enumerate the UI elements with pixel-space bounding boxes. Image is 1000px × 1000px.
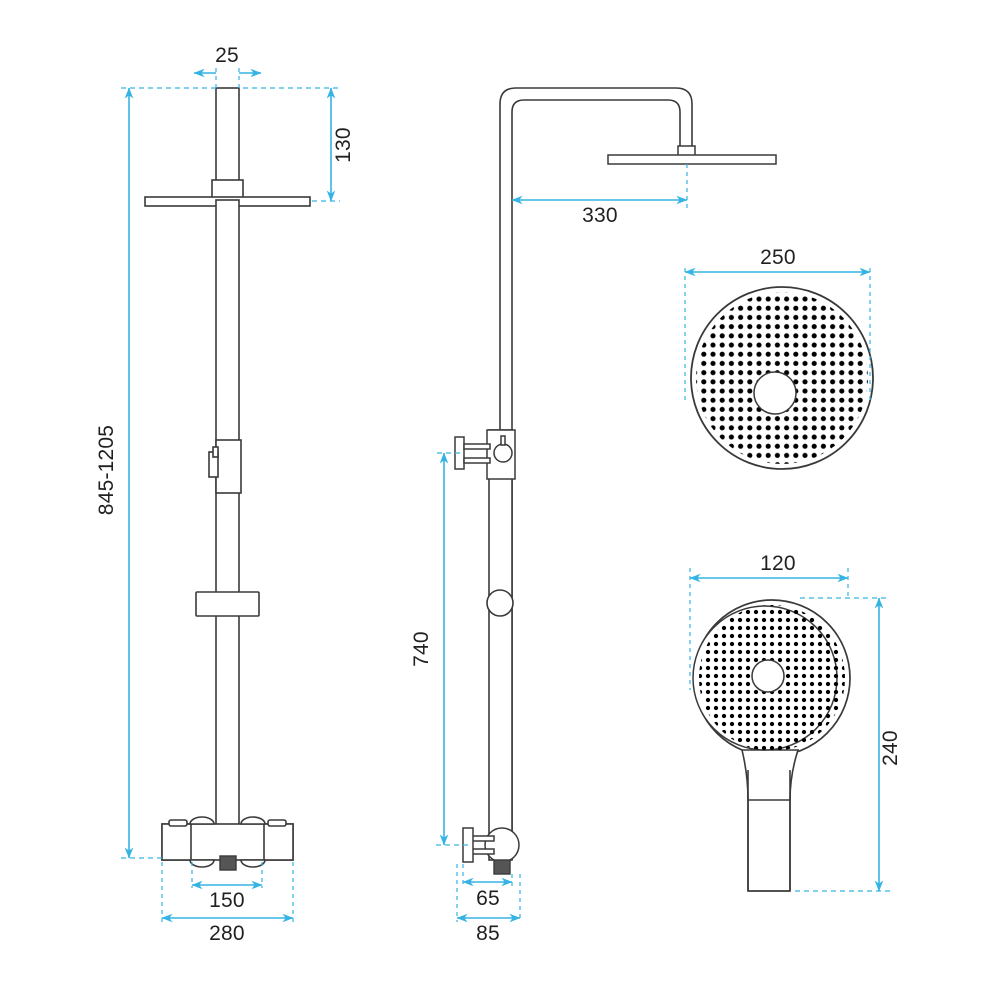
slider-bracket-lever-tip [212,446,219,458]
upper-riser-pipe [215,87,240,189]
arm-outer-line [499,87,693,860]
mixer-right-handle [263,823,294,861]
outlet-spout-stub-side [493,859,511,875]
slider-bracket-side [454,429,516,480]
dimension-mixer-width-280: 280 [161,862,294,945]
mixer-left-handle-top [168,819,188,827]
outlet-ball [484,827,520,863]
mixer-inlet-right-top [240,816,266,825]
dim-label-240: 240 [879,730,902,766]
hand-shower-hub [751,659,785,693]
dim-label-250: 250 [760,246,796,269]
side-view: 330 740 65 85 [410,87,777,945]
slider-arm-upper [463,443,491,450]
dimension-inlet-span-150: 150 [191,862,263,912]
overhead-head-hub [753,371,797,415]
dimension-rail-height-740: 740 [410,452,468,846]
front-view-geometry [144,87,311,868]
dimension-arm-reach-330: 330 [511,164,688,227]
slider-knob-stem [500,435,506,446]
arm-inner-line [511,99,681,860]
dim-label-740: 740 [410,631,433,667]
outlet-arm-lower [471,848,495,855]
dimension-outlet-offset-65: 65 [462,864,513,910]
mixer-inlet-left-top [189,816,215,825]
mixer-inlet-left-bottom [189,859,215,868]
dim-label-330: 330 [582,204,618,227]
dimension-pipe-width-25: 25 [193,44,262,88]
overhead-head-bar-side [607,154,777,165]
dimension-hand-shower-diameter-120: 120 [689,552,849,690]
dim-label-25: 25 [215,44,239,67]
dimension-hand-shower-length-240: 240 [795,597,902,892]
dimension-head-drop-130: 130 [243,87,355,202]
side-view-geometry [499,87,693,860]
slider-arm-lower [463,457,491,464]
slider-knob [493,443,513,463]
dim-label-85: 85 [476,922,500,945]
dim-label-65: 65 [476,887,500,910]
dimension-wall-projection-85: 85 [456,864,521,945]
dim-label-845-1205: 845-1205 [95,425,118,515]
dim-label-280: 280 [209,922,245,945]
riser-pipe-side [488,429,513,861]
mixer-inlet-right-bottom [240,859,266,868]
dim-label-120: 120 [760,552,796,575]
mixer-left-handle [161,823,192,861]
mixer-outlet-stub [219,855,237,871]
hand-shower-holder [195,591,260,617]
overhead-head-outer-rim [690,286,874,470]
front-view: 25 130 845-1205 150 [95,44,355,945]
mixer-right-handle-top [267,819,287,827]
slider-bracket [215,439,242,494]
dim-label-130: 130 [332,127,355,163]
rail-ring-side [486,589,514,617]
outlet-elbow-side [462,827,520,863]
dimension-overall-height-845-1205: 845-1205 [95,87,216,859]
dim-label-150: 150 [209,889,245,912]
dimension-head-diameter-250: 250 [684,246,871,400]
main-riser-pipe [215,199,240,829]
hand-shower-view: 120 240 [689,552,902,892]
outlet-arm-upper [471,835,495,842]
overhead-shower-head-view: 250 [684,246,874,470]
